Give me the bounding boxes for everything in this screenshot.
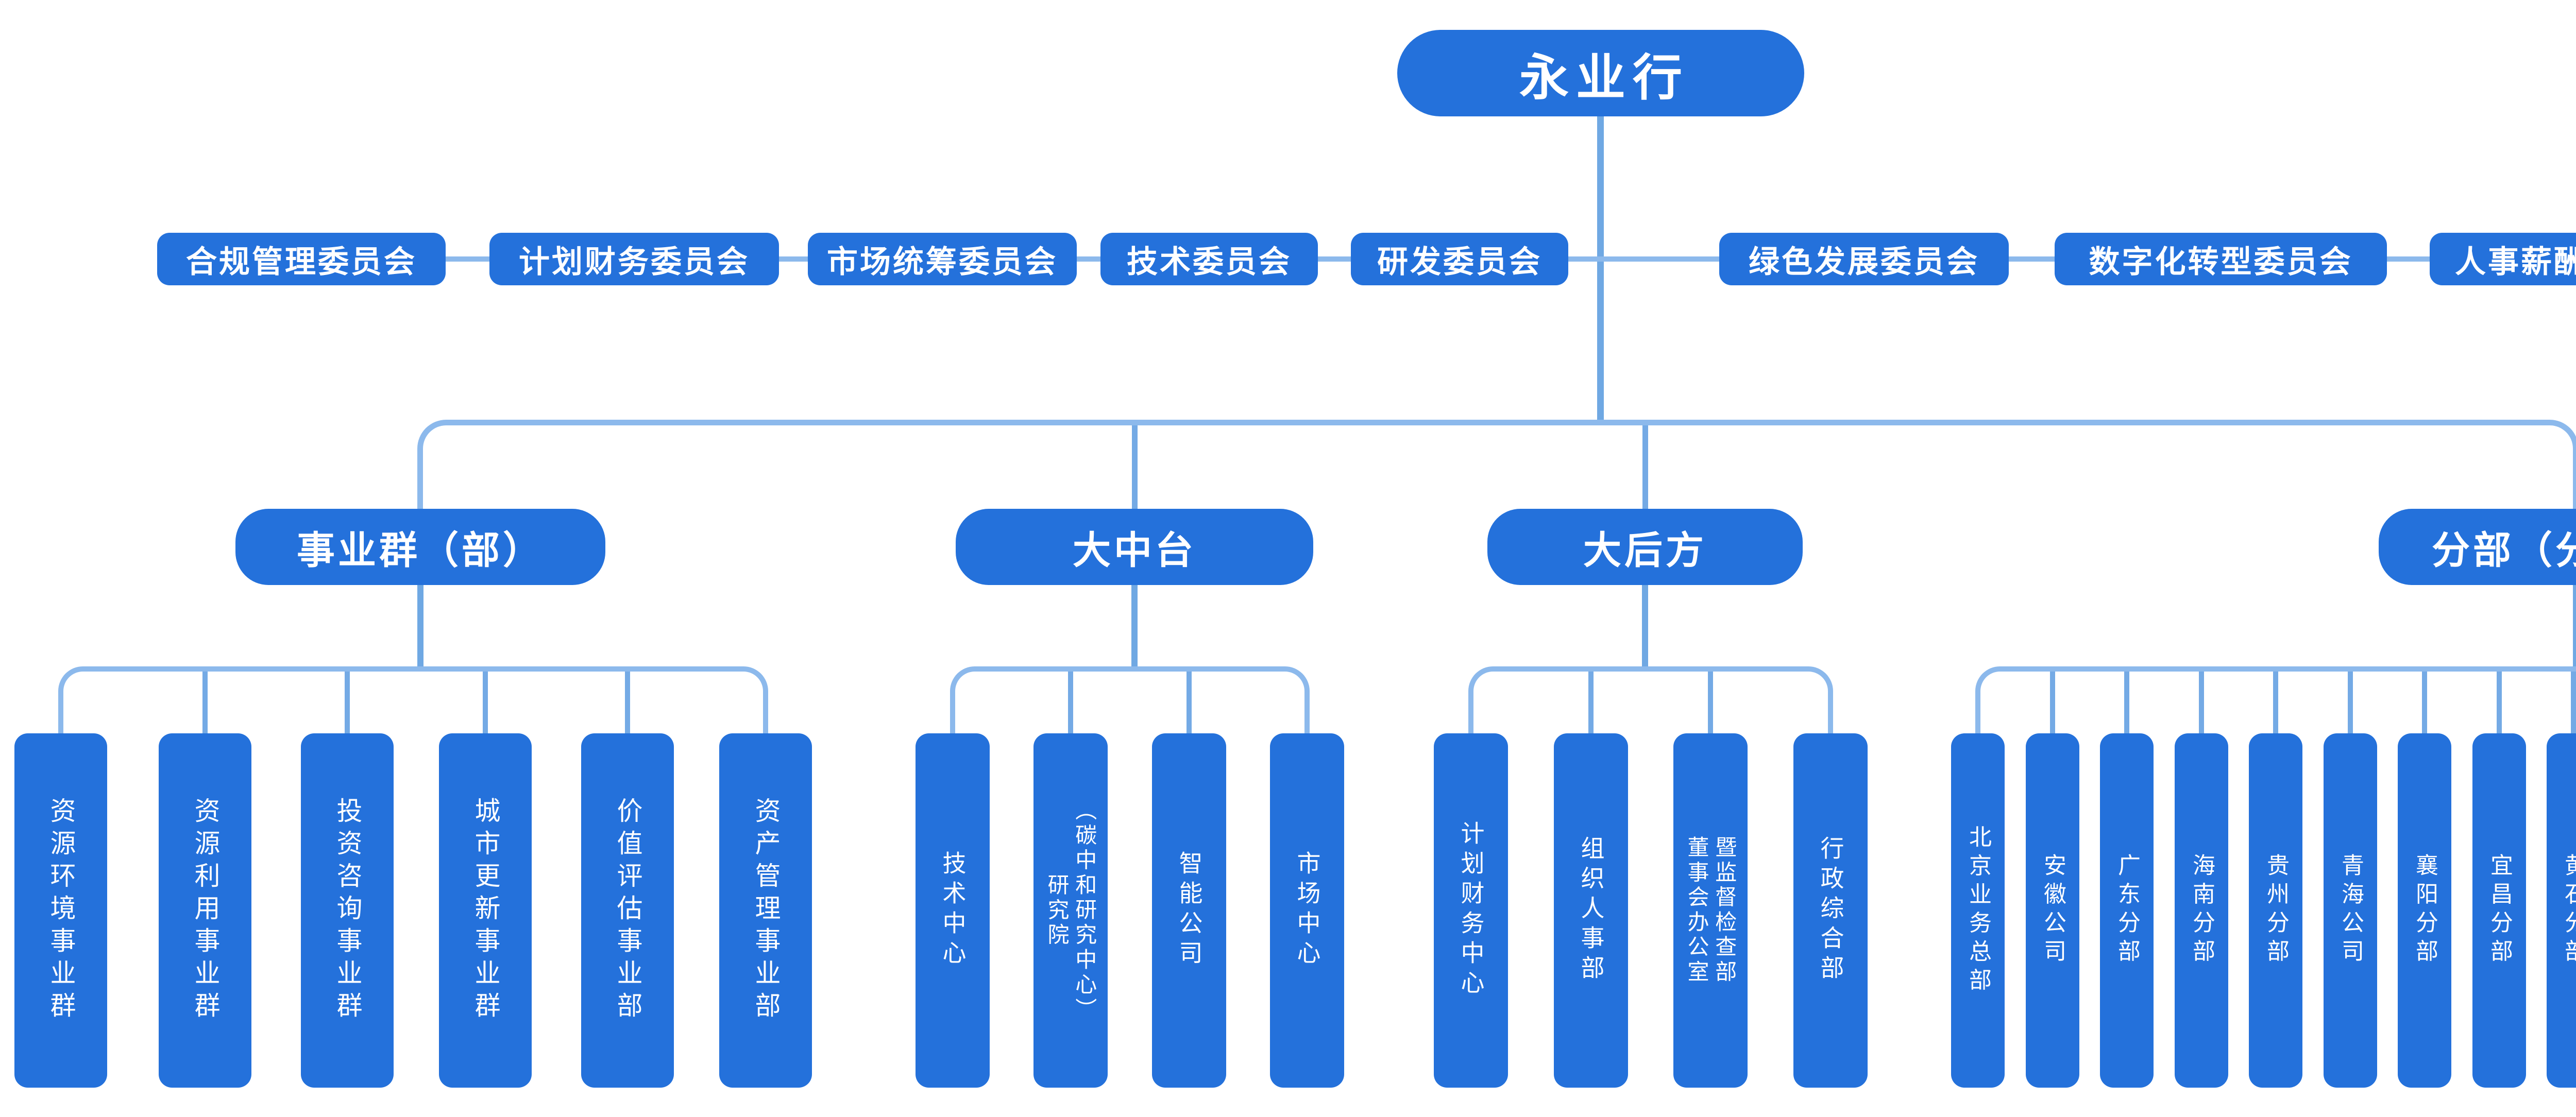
child-node: 海南分部 (2175, 733, 2228, 1088)
child-node-label: 智能公司 (1175, 851, 1204, 970)
group-stem (1642, 585, 1648, 666)
group-bus (1468, 666, 1833, 733)
child-node-label: 襄阳分部 (2412, 853, 2438, 968)
group-bus (950, 666, 1310, 733)
level2-bus (417, 420, 2576, 509)
child-node: 智能公司 (1152, 733, 1226, 1088)
child-node-label: 资源环境事业群 (46, 797, 76, 1024)
child-drop (2124, 672, 2129, 733)
child-node: 襄阳分部 (2398, 733, 2451, 1088)
child-node-label: 资源利用事业群 (190, 797, 221, 1024)
child-node-label: 行政综合部 (1817, 836, 1845, 985)
child-node: 投资咨询事业群 (301, 733, 394, 1088)
child-drop (625, 672, 630, 733)
child-node-label: 计划财务中心 (1457, 821, 1485, 1000)
child-node-label: 技术中心 (939, 851, 967, 970)
child-node: 黄石分部 (2547, 733, 2576, 1088)
child-drop (345, 672, 350, 733)
child-node: 城市更新事业群 (439, 733, 532, 1088)
group-stem (417, 585, 423, 666)
child-node-label: 资产管理事业部 (751, 797, 781, 1024)
child-drop (2050, 672, 2055, 733)
child-node-label: 城市更新事业群 (470, 797, 501, 1024)
child-node: 贵州分部 (2249, 733, 2302, 1088)
child-node-label: 青海公司 (2337, 853, 2364, 968)
child-drop (2571, 672, 2576, 733)
child-node-label: 投资咨询事业群 (332, 797, 363, 1024)
child-node-label: 组织人事部 (1577, 836, 1605, 985)
child-node: 技术中心 (916, 733, 990, 1088)
child-node: 北京业务总部 (1951, 733, 2005, 1088)
child-drop (1187, 672, 1192, 733)
child-node: 价值评估事业部 (581, 733, 674, 1088)
child-drop (483, 672, 488, 733)
group-node: 事业群（部） (235, 509, 605, 585)
child-node: 市场中心 (1270, 733, 1344, 1088)
child-node-label: 价值评估事业部 (613, 797, 643, 1024)
child-drop (1708, 672, 1713, 733)
committee-node: 人事薪酬委员会 (2430, 233, 2576, 285)
committee-node: 合规管理委员会 (157, 233, 446, 285)
child-node-label: 广东分部 (2114, 853, 2140, 968)
group-node: 大中台 (956, 509, 1313, 585)
child-node: 组织人事部 (1554, 733, 1628, 1088)
child-node: 青海公司 (2324, 733, 2377, 1088)
child-node: 资产管理事业部 (719, 733, 812, 1088)
committee-node: 绿色发展委员会 (1719, 233, 2009, 285)
child-drop (1588, 672, 1594, 733)
child-drop (2273, 672, 2278, 733)
child-node-label: 研究院 （碳中和研究中心） (1044, 798, 1097, 1023)
child-node: 安徽公司 (2026, 733, 2079, 1088)
child-node: 宜昌分部 (2472, 733, 2526, 1088)
child-node: 广东分部 (2100, 733, 2154, 1088)
committee-node: 技术委员会 (1100, 233, 1318, 285)
org-root-node: 永业行 (1397, 30, 1804, 116)
child-drop (2348, 672, 2353, 733)
level2-drop (1642, 425, 1648, 509)
child-node: 研究院 （碳中和研究中心） (1033, 733, 1108, 1088)
group-bus (58, 666, 768, 733)
committee-node: 市场统筹委员会 (808, 233, 1077, 285)
child-node: 行政综合部 (1793, 733, 1868, 1088)
child-node-label: 黄石分部 (2561, 853, 2576, 968)
child-node: 董事会办公室 暨监督检查部 (1673, 733, 1748, 1088)
group-stem (1131, 585, 1138, 666)
group-bus (1975, 666, 2576, 733)
child-node-label: 北京业务总部 (1965, 824, 1991, 996)
child-node-label: 海南分部 (2189, 853, 2215, 968)
child-drop (2199, 672, 2204, 733)
child-node: 资源环境事业群 (14, 733, 107, 1088)
group-node: 分部（分公司） (2379, 509, 2576, 585)
root-stem (1597, 116, 1604, 425)
committee-node: 数字化转型委员会 (2055, 233, 2387, 285)
child-drop (202, 672, 208, 733)
child-drop (1068, 672, 1073, 733)
child-drop (2422, 672, 2427, 733)
level2-drop (1132, 425, 1138, 509)
child-node-label: 市场中心 (1293, 851, 1321, 970)
child-node-label: 董事会办公室 暨监督检查部 (1684, 836, 1737, 985)
child-drop (2497, 672, 2502, 733)
child-node: 资源利用事业群 (159, 733, 251, 1088)
child-node-label: 贵州分部 (2263, 853, 2289, 968)
child-node-label: 安徽公司 (2040, 853, 2066, 968)
committee-node: 计划财务委员会 (489, 233, 779, 285)
child-node-label: 宜昌分部 (2486, 853, 2513, 968)
committee-node: 研发委员会 (1351, 233, 1568, 285)
group-stem (2573, 585, 2576, 666)
group-node: 大后方 (1487, 509, 1803, 585)
child-node: 计划财务中心 (1434, 733, 1508, 1088)
